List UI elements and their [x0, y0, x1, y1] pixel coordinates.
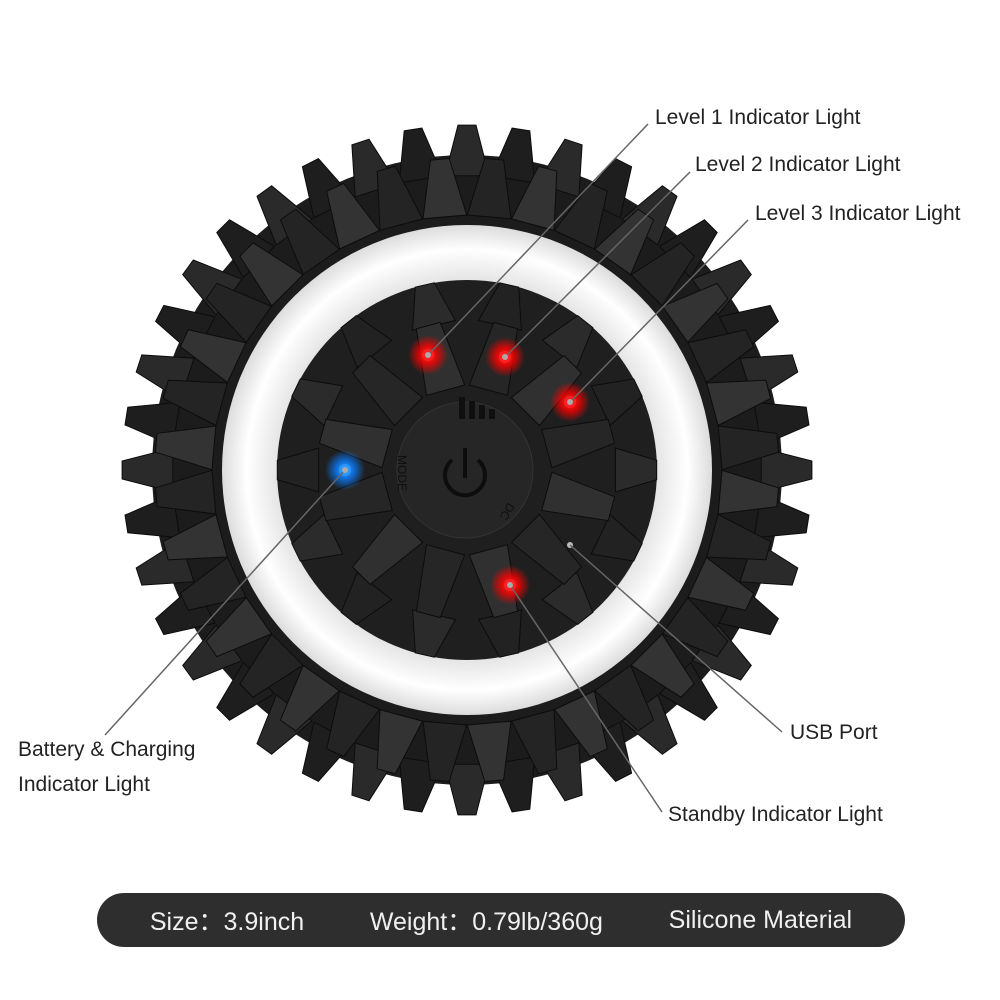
spike [291, 378, 344, 427]
spike [351, 354, 424, 427]
spec-weight: Weight：0.79lb/360g [369, 908, 603, 936]
spike [154, 425, 217, 471]
spike [239, 242, 304, 307]
spike [279, 208, 341, 276]
spike [510, 165, 558, 231]
spike [326, 690, 381, 758]
spec-material: Silicone Material [668, 905, 853, 934]
spike [466, 720, 512, 783]
spike [706, 513, 772, 561]
spike [687, 556, 755, 611]
spike [291, 513, 344, 562]
spike [351, 513, 424, 586]
label-level2: Level 2 Indicator Light [695, 153, 901, 176]
label-usb: USB Port [790, 721, 878, 744]
spike [614, 447, 658, 493]
spike [553, 690, 608, 758]
label-level3: Level 3 Indicator Light [755, 202, 961, 225]
spike [590, 513, 643, 562]
spike [205, 282, 273, 344]
spike [510, 513, 583, 586]
spike [661, 596, 729, 658]
spike [121, 447, 174, 493]
spike [706, 379, 772, 427]
spike [661, 282, 729, 344]
spike [590, 378, 643, 427]
spike [444, 124, 490, 177]
label-battery-line2: Indicator Light [18, 773, 150, 796]
spike [162, 513, 228, 561]
spike [444, 763, 490, 816]
spike [326, 182, 381, 250]
spike [541, 471, 616, 522]
power-icon [443, 448, 487, 498]
spike [593, 664, 655, 732]
spike [717, 425, 780, 471]
spike [318, 471, 393, 522]
spike [154, 469, 217, 515]
spike [422, 157, 468, 220]
spike [541, 571, 594, 626]
spike [205, 596, 273, 658]
spike [239, 633, 304, 698]
spike [376, 709, 424, 775]
spike [422, 720, 468, 783]
spike [179, 329, 247, 384]
spike [630, 242, 695, 307]
spike [630, 633, 695, 698]
spike [162, 379, 228, 427]
spike [340, 314, 393, 369]
leader-lines [104, 123, 783, 813]
spike [553, 182, 608, 250]
spike [687, 329, 755, 384]
spike [760, 447, 813, 493]
label-level1: Level 1 Indicator Light [655, 106, 861, 129]
spike [593, 208, 655, 276]
mode-marking: MODE [395, 455, 409, 491]
spike [276, 447, 320, 493]
spec-bar: Size：3.9inch Weight：0.79lb/360g Silicone… [97, 893, 905, 947]
label-battery-line1: Battery & Charging [18, 738, 196, 761]
level-bars-icon [459, 397, 495, 419]
spike [717, 469, 780, 515]
spike [510, 709, 558, 775]
spike [510, 354, 583, 427]
spike [541, 418, 616, 469]
spike [376, 165, 424, 231]
label-standby: Standby Indicator Light [668, 803, 883, 826]
spike [279, 664, 341, 732]
spec-size: Size：3.9inch [149, 908, 305, 936]
spike [466, 157, 512, 220]
spike [415, 544, 466, 619]
